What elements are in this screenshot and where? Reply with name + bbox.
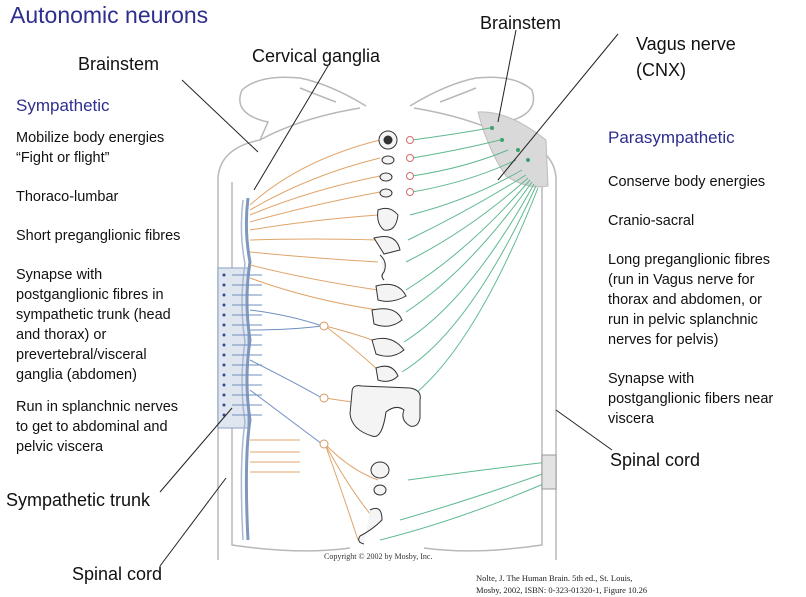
- sympathetic-heading: Sympathetic: [16, 96, 110, 115]
- organs: [349, 130, 421, 545]
- sympathetic-trunk-label: Sympathetic trunk: [6, 490, 151, 510]
- chain-dots: [222, 273, 226, 417]
- brainstem-label-left: Brainstem: [78, 54, 160, 74]
- brainstem-region: [477, 111, 549, 188]
- vagus-cnx-label: (CNX): [636, 60, 686, 80]
- leader-lines: [159, 29, 619, 567]
- vagus-nerve-label: Vagus nerve: [636, 34, 736, 54]
- parasympathetic-text: Conserve body energies Cranio-sacral Lon…: [608, 174, 774, 427]
- spinal-cord-label-right: Spinal cord: [610, 450, 701, 470]
- citation: Nolte, J. The Human Brain. 5th ed., St. …: [476, 573, 648, 595]
- parasympathetic-fibers: [379, 127, 549, 541]
- cranial-ganglia: [406, 136, 414, 196]
- prevertebral-ganglia: [319, 321, 329, 449]
- sacral-segment: [541, 454, 557, 490]
- cervical-ganglia-label: Cervical ganglia: [252, 46, 381, 66]
- page-title: Autonomic neurons: [10, 2, 209, 28]
- sympathetic-chain: [217, 197, 252, 541]
- copyright-text: Copyright © 2002 by Mosby, Inc.: [324, 552, 433, 561]
- sympathetic-text: Mobilize body energies “Fight or flight”…: [16, 130, 181, 455]
- brainstem-label-right: Brainstem: [480, 13, 562, 33]
- parasympathetic-heading: Parasympathetic: [608, 128, 735, 147]
- spinal-cord-label-left: Spinal cord: [72, 564, 163, 584]
- preganglionic-fibers: [232, 274, 323, 445]
- sympathetic-fibers: [249, 139, 381, 541]
